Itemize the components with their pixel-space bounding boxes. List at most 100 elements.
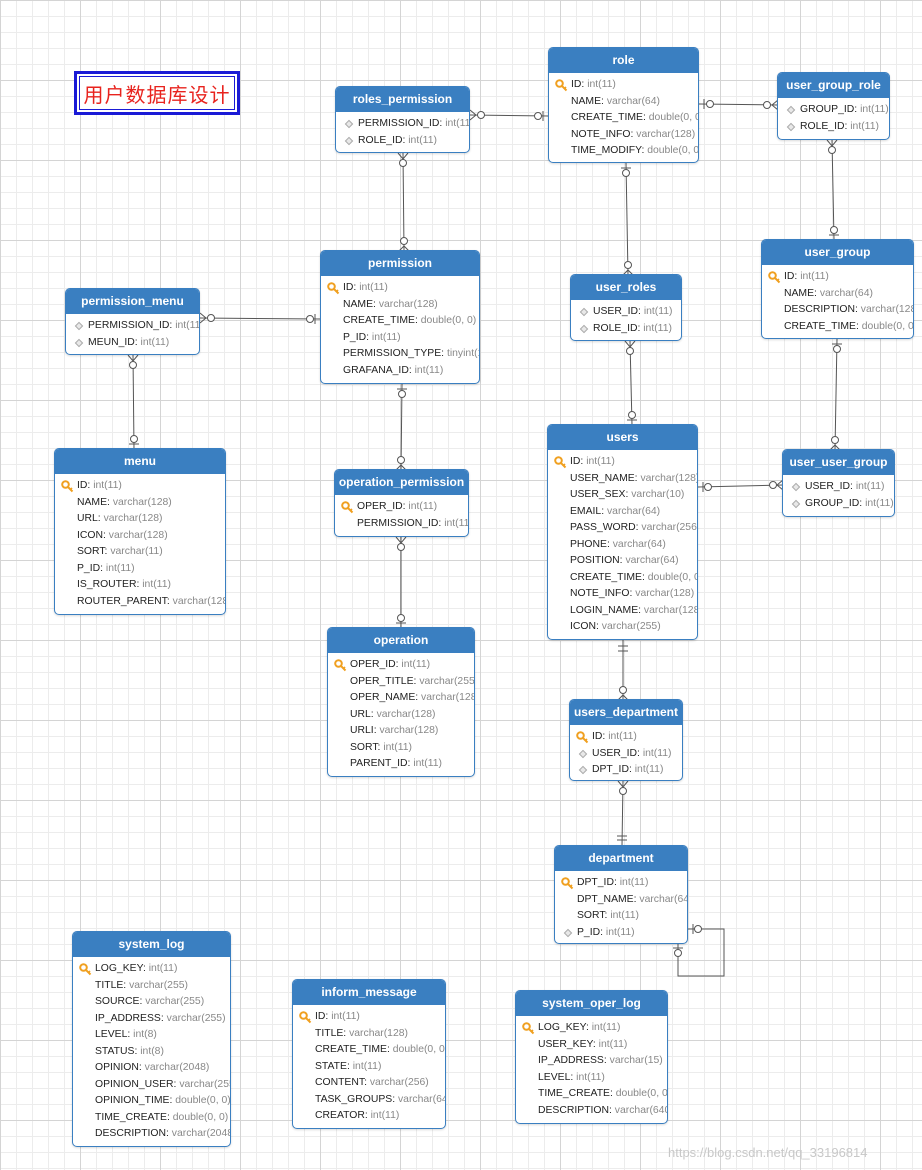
column-row[interactable]: PERMISSION_TYPE: tinyint(1)	[321, 346, 479, 363]
column-row[interactable]: PERMISSION_ID: int(11)	[336, 116, 469, 133]
column-row[interactable]: NAME: varchar(128)	[321, 297, 479, 314]
column-row[interactable]: ID: int(11)	[570, 729, 682, 746]
column-row[interactable]: GROUP_ID: int(11)	[778, 102, 889, 119]
column-row[interactable]: CREATE_TIME: double(0, 0)	[293, 1042, 445, 1059]
column-row[interactable]: DESCRIPTION: varchar(640)	[516, 1103, 667, 1120]
column-row[interactable]: CREATE_TIME: double(0, 0)	[548, 570, 697, 587]
column-row[interactable]: URL: varchar(128)	[328, 707, 474, 724]
column-row[interactable]: TIME_MODIFY: double(0, 0)	[549, 143, 698, 160]
column-row[interactable]: NOTE_INFO: varchar(128)	[548, 586, 697, 603]
column-row[interactable]: DESCRIPTION: varchar(128)	[762, 302, 913, 319]
column-row[interactable]: ICON: varchar(255)	[548, 619, 697, 636]
column-row[interactable]: OPER_NAME: varchar(128)	[328, 690, 474, 707]
column-row[interactable]: ROLE_ID: int(11)	[571, 321, 681, 338]
column-row[interactable]: SOURCE: varchar(255)	[73, 994, 230, 1011]
column-row[interactable]: IP_ADDRESS: varchar(15)	[516, 1053, 667, 1070]
column-row[interactable]: USER_SEX: varchar(10)	[548, 487, 697, 504]
column-row[interactable]: ROUTER_PARENT: varchar(128)	[55, 594, 225, 611]
column-row[interactable]: OPINION: varchar(2048)	[73, 1060, 230, 1077]
column-row[interactable]: CREATE_TIME: double(0, 0)	[321, 313, 479, 330]
column-row[interactable]: LEVEL: int(11)	[516, 1070, 667, 1087]
column-row[interactable]: NOTE_INFO: varchar(128)	[549, 127, 698, 144]
column-row[interactable]: ICON: varchar(128)	[55, 528, 225, 545]
column-row[interactable]: CREATE_TIME: double(0, 0)	[549, 110, 698, 127]
column-row[interactable]: USER_ID: int(11)	[571, 304, 681, 321]
column-row[interactable]: EMAIL: varchar(64)	[548, 504, 697, 521]
column-row[interactable]: POSITION: varchar(64)	[548, 553, 697, 570]
column-row[interactable]: LOGIN_NAME: varchar(128)	[548, 603, 697, 620]
column-row[interactable]: PERMISSION_ID: int(11)	[66, 318, 199, 335]
column-row[interactable]: URLI: varchar(128)	[328, 723, 474, 740]
column-row[interactable]: STATE: int(11)	[293, 1059, 445, 1076]
column-row[interactable]: TITLE: varchar(255)	[73, 978, 230, 995]
column-row[interactable]: LOG_KEY: int(11)	[73, 961, 230, 978]
column-row[interactable]: DESCRIPTION: varchar(2048)	[73, 1126, 230, 1143]
column-row[interactable]: DPT_ID: int(11)	[570, 762, 682, 779]
column-row[interactable]: P_ID: int(11)	[321, 330, 479, 347]
column-row[interactable]: ROLE_ID: int(11)	[336, 133, 469, 150]
column-row[interactable]: OPINION_USER: varchar(255)	[73, 1077, 230, 1094]
column-row[interactable]: GROUP_ID: int(11)	[783, 496, 894, 513]
column-row[interactable]: ROLE_ID: int(11)	[778, 119, 889, 136]
column-row[interactable]: PHONE: varchar(64)	[548, 537, 697, 554]
column-row[interactable]: TIME_CREATE: double(0, 0)	[516, 1086, 667, 1103]
column-row[interactable]: USER_ID: int(11)	[783, 479, 894, 496]
column-row[interactable]: PARENT_ID: int(11)	[328, 756, 474, 773]
column-row[interactable]: OPER_ID: int(11)	[335, 499, 468, 516]
column-row[interactable]: USER_ID: int(11)	[570, 746, 682, 763]
column-row[interactable]: STATUS: int(8)	[73, 1044, 230, 1061]
column-row[interactable]: ID: int(11)	[293, 1009, 445, 1026]
column-row[interactable]: ID: int(11)	[321, 280, 479, 297]
column-row[interactable]: ID: int(11)	[55, 478, 225, 495]
column-row[interactable]: PERMISSION_ID: int(11)	[335, 516, 468, 533]
column-row[interactable]: TITLE: varchar(128)	[293, 1026, 445, 1043]
column-row[interactable]: LOG_KEY: int(11)	[516, 1020, 667, 1037]
column-row[interactable]: URL: varchar(128)	[55, 511, 225, 528]
column-row[interactable]: CREATE_TIME: double(0, 0)	[762, 319, 913, 336]
column-row[interactable]: ID: int(11)	[548, 454, 697, 471]
column-row[interactable]: CONTENT: varchar(256)	[293, 1075, 445, 1092]
column-row[interactable]: TASK_GROUPS: varchar(64)	[293, 1092, 445, 1109]
column-row[interactable]: GRAFANA_ID: int(11)	[321, 363, 479, 380]
column-row[interactable]: SORT: int(11)	[555, 908, 687, 925]
column-row[interactable]: TIME_CREATE: double(0, 0)	[73, 1110, 230, 1127]
column-row[interactable]: OPER_ID: int(11)	[328, 657, 474, 674]
column-row[interactable]: DPT_NAME: varchar(64)	[555, 892, 687, 909]
column-row[interactable]: CREATOR: int(11)	[293, 1108, 445, 1125]
column-row[interactable]: IP_ADDRESS: varchar(255)	[73, 1011, 230, 1028]
column-row[interactable]: PASS_WORD: varchar(256)	[548, 520, 697, 537]
column-row[interactable]: OPER_TITLE: varchar(255)	[328, 674, 474, 691]
column-row[interactable]: NAME: varchar(64)	[549, 94, 698, 111]
column-row[interactable]: SORT: varchar(11)	[55, 544, 225, 561]
column-row[interactable]: IS_ROUTER: int(11)	[55, 577, 225, 594]
column-row[interactable]: LEVEL: int(8)	[73, 1027, 230, 1044]
column-row[interactable]: USER_NAME: varchar(128)	[548, 471, 697, 488]
column-row[interactable]: OPINION_TIME: double(0, 0)	[73, 1093, 230, 1110]
column-row[interactable]: DPT_ID: int(11)	[555, 875, 687, 892]
column-row[interactable]: MEUN_ID: int(11)	[66, 335, 199, 352]
column-row[interactable]: NAME: varchar(64)	[762, 286, 913, 303]
column-row[interactable]: ID: int(11)	[762, 269, 913, 286]
column-row[interactable]: SORT: int(11)	[328, 740, 474, 757]
column-row[interactable]: ID: int(11)	[549, 77, 698, 94]
column-row[interactable]: USER_KEY: int(11)	[516, 1037, 667, 1054]
column-row[interactable]: NAME: varchar(128)	[55, 495, 225, 512]
column-row[interactable]: P_ID: int(11)	[555, 925, 687, 942]
